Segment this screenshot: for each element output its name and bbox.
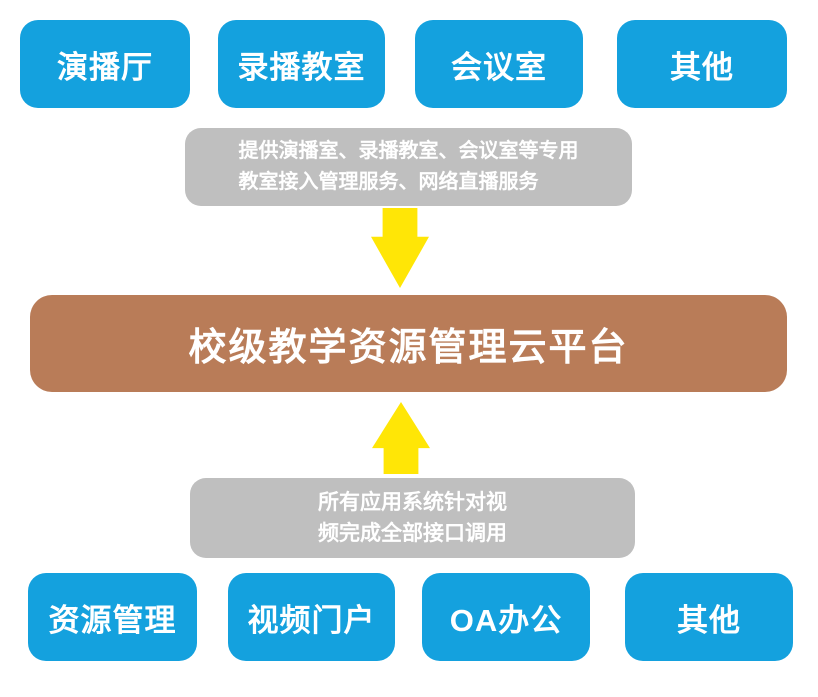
note-access-services-text: 提供演播室、录播教室、会议室等专用 教室接入管理服务、网络直播服务 bbox=[239, 136, 579, 198]
node-recording-classroom: 录播教室 bbox=[218, 20, 385, 108]
arrow-up-icon bbox=[372, 402, 430, 474]
arrow-down-icon bbox=[371, 208, 429, 288]
note-line: 教室接入管理服务、网络直播服务 bbox=[238, 171, 539, 193]
note-line: 频完成全部接口调用 bbox=[318, 522, 507, 545]
note-api-calls: 所有应用系统针对视 频完成全部接口调用 bbox=[190, 478, 635, 558]
node-meeting-room: 会议室 bbox=[415, 20, 583, 108]
node-other-top: 其他 bbox=[617, 20, 787, 108]
note-line: 所有应用系统针对视 bbox=[318, 491, 507, 514]
node-video-portal: 视频门户 bbox=[228, 573, 395, 661]
note-line: 提供演播室、录播教室、会议室等专用 bbox=[238, 140, 579, 162]
node-studio-hall: 演播厅 bbox=[20, 20, 190, 108]
node-cloud-platform: 校级教学资源管理云平台 bbox=[30, 295, 787, 392]
node-oa-office: OA办公 bbox=[422, 573, 590, 661]
node-resource-management: 资源管理 bbox=[28, 573, 197, 661]
note-api-calls-text: 所有应用系统针对视 频完成全部接口调用 bbox=[318, 487, 507, 549]
note-access-services: 提供演播室、录播教室、会议室等专用 教室接入管理服务、网络直播服务 bbox=[185, 128, 632, 206]
node-other-bottom: 其他 bbox=[625, 573, 793, 661]
